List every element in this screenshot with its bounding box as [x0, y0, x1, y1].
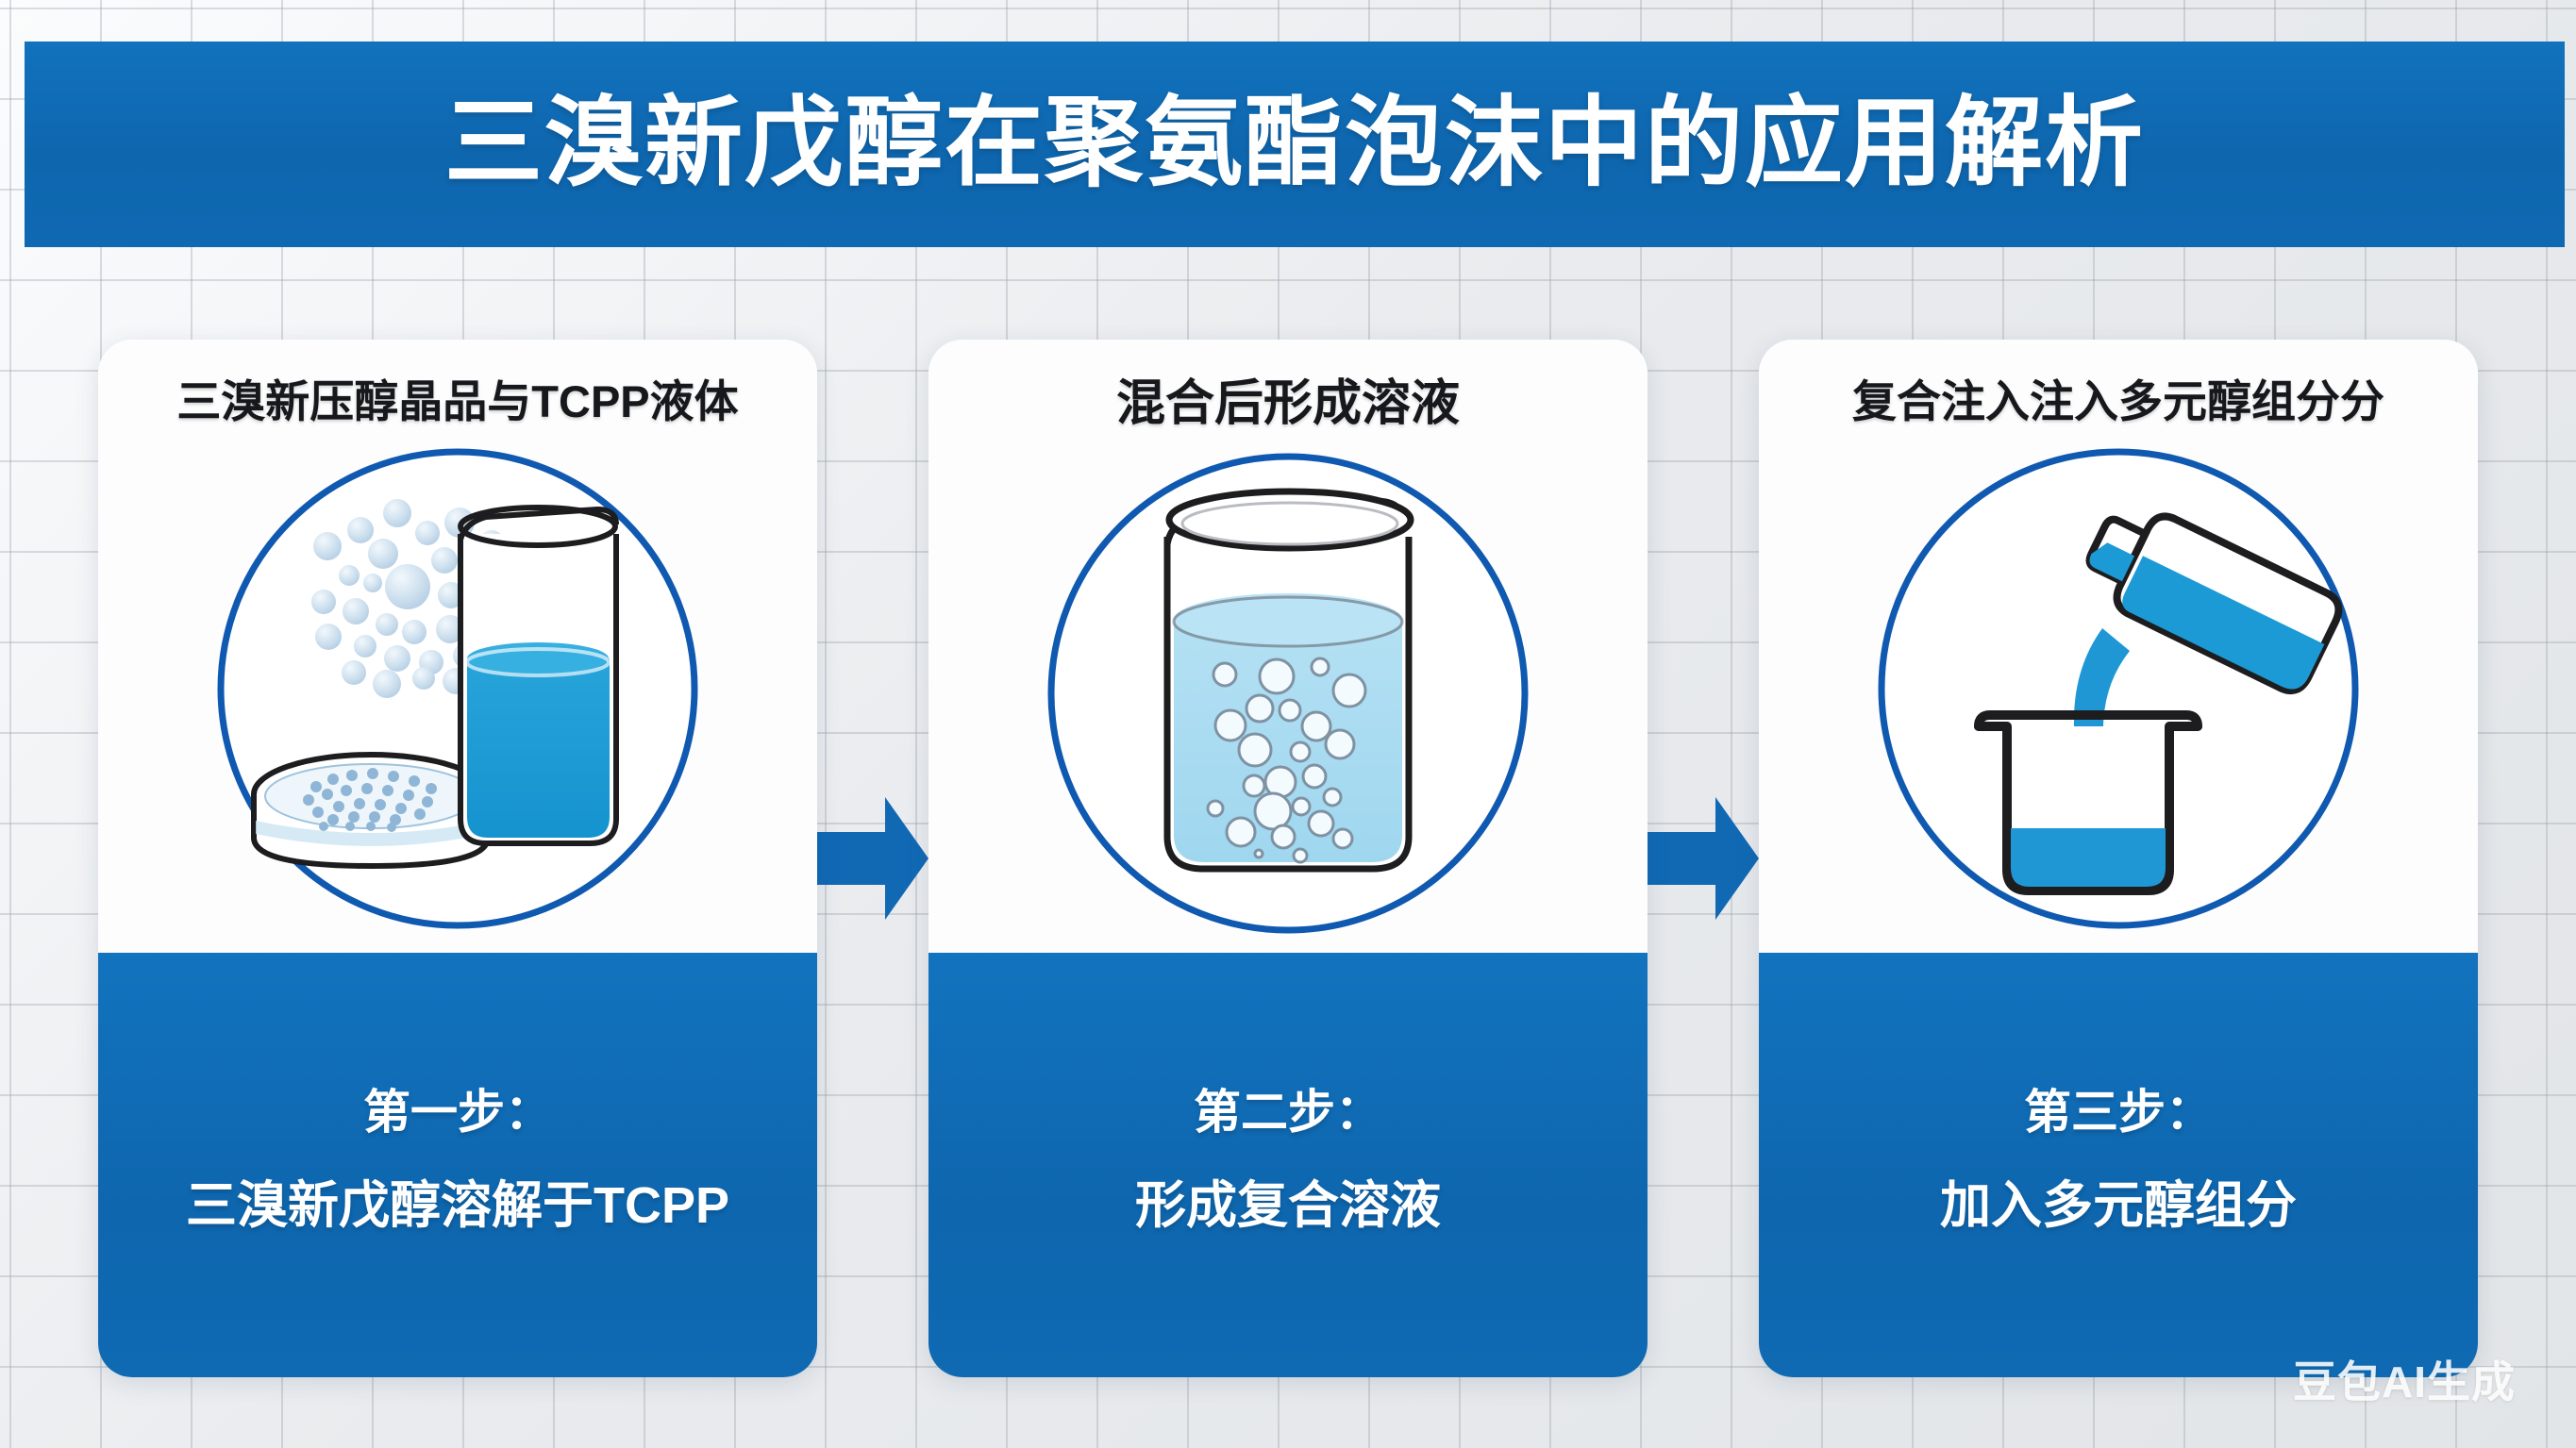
step-card-3[interactable]: 复合注入注入多元醇组分分	[1759, 340, 2478, 1377]
step-card-2[interactable]: 混合后形成溶液	[928, 340, 1648, 1377]
arrow-step2-to-step3	[1648, 340, 1759, 1377]
step-1-label: 第一步：	[363, 1085, 552, 1139]
step-3-description: 加入多元醇组分	[1940, 1176, 2297, 1234]
step-2-heading: 混合后形成溶液	[1115, 376, 1460, 431]
beaker-with-bubbling-solution-icon	[1043, 448, 1533, 939]
step-2-description: 形成复合溶液	[1135, 1176, 1441, 1234]
step-1-heading: 三溴新压醇晶品与TCPP液体	[176, 376, 739, 426]
arrow-step1-to-step2	[817, 340, 928, 1377]
step-card-1[interactable]: 三溴新压醇晶品与TCPP液体	[98, 340, 817, 1377]
bottle-pouring-into-beaker-icon	[1873, 443, 2364, 934]
step-1-footer: 第一步： 三溴新戊醇溶解于TCPP	[98, 953, 817, 1377]
title-banner: 三溴新戊醇在聚氨酯泡沫中的应用解析	[25, 42, 2565, 247]
step-3-label: 第三步：	[2024, 1085, 2213, 1139]
process-steps-row: 三溴新压醇晶品与TCPP液体	[0, 340, 2576, 1396]
step-2-footer: 第二步： 形成复合溶液	[928, 953, 1648, 1377]
step-3-footer: 第三步： 加入多元醇组分	[1759, 953, 2478, 1377]
page-title: 三溴新戊醇在聚氨酯泡沫中的应用解析	[443, 89, 2145, 199]
step-2-label: 第二步：	[1194, 1085, 1382, 1139]
step-3-heading: 复合注入注入多元醇组分分	[1852, 376, 2384, 426]
step-3-illustration-area: 复合注入注入多元醇组分分	[1759, 340, 2478, 953]
step-2-illustration-area: 混合后形成溶液	[928, 340, 1648, 953]
step-1-illustration-area: 三溴新压醇晶品与TCPP液体	[98, 340, 817, 953]
crystals-petri-dish-and-beaker-icon	[212, 443, 703, 934]
step-1-description: 三溴新戊醇溶解于TCPP	[185, 1176, 730, 1234]
